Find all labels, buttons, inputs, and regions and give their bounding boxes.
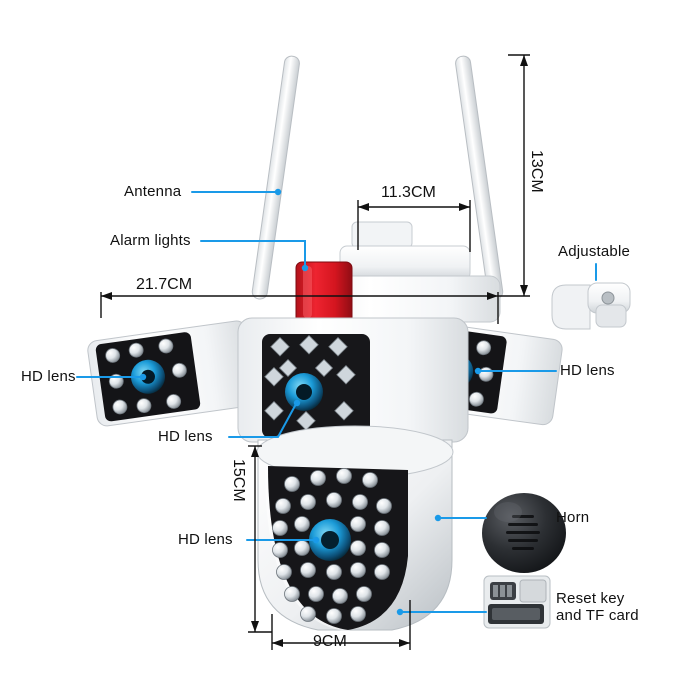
horn-graphic [482,493,566,573]
label-hd-lens-left: HD lens [21,368,76,385]
label-reset-key-tf-card: Reset key and TF card [556,590,639,625]
dimension-width-top: 11.3CM [381,184,436,201]
label-horn: Horn [556,509,590,526]
label-adjustable: Adjustable [558,243,631,260]
adjustable-bracket-graphic [551,282,631,330]
reset-tfcard-graphic [483,575,551,629]
dimension-height-top: 13CM [528,150,545,193]
label-antenna: Antenna [124,183,182,200]
label-hd-lens-center: HD lens [158,428,213,445]
dimension-height-dome: 15CM [230,459,247,502]
label-alarm-lights: Alarm lights [110,232,191,249]
label-hd-lens-bottom: HD lens [178,531,233,548]
label-hd-lens-right: HD lens [560,362,615,379]
dimension-width-dome: 9CM [313,633,347,650]
dimension-width-total: 21.7CM [136,276,193,293]
